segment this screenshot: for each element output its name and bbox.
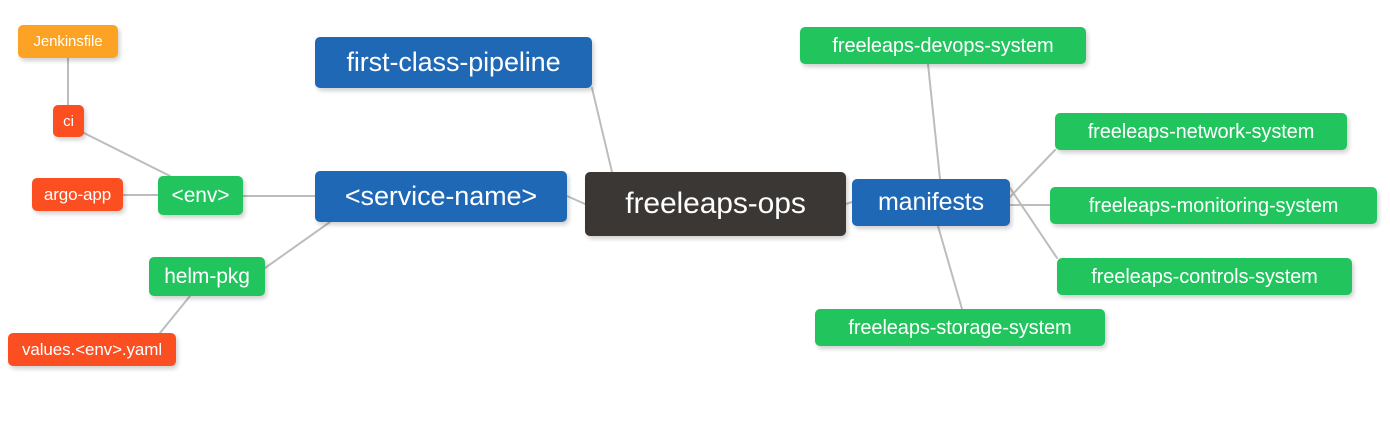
edge-manifests-to-freeleaps-storage-system bbox=[937, 225, 963, 310]
node-freeleaps-controls-system[interactable]: freeleaps-controls-system bbox=[1057, 258, 1352, 295]
edge-service-name-to-helm-pkg bbox=[264, 221, 331, 269]
node-label-service-name: <service-name> bbox=[344, 181, 538, 211]
node-service-name[interactable]: <service-name> bbox=[315, 171, 567, 222]
node-label-freeleaps-devops-system: freeleaps-devops-system bbox=[832, 34, 1054, 57]
node-freeleaps-network-system[interactable]: freeleaps-network-system bbox=[1055, 113, 1347, 150]
node-label-env: <env> bbox=[171, 184, 230, 207]
node-label-values-env-yaml: values.<env>.yaml bbox=[21, 340, 163, 359]
node-label-ci: ci bbox=[63, 112, 74, 130]
node-freeleaps-monitoring-system[interactable]: freeleaps-monitoring-system bbox=[1050, 187, 1377, 224]
node-env[interactable]: <env> bbox=[158, 176, 243, 215]
node-argo-app[interactable]: argo-app bbox=[32, 178, 123, 211]
edge-helm-pkg-to-values-env-yaml bbox=[159, 295, 191, 334]
edge-env-to-ci bbox=[83, 132, 171, 177]
node-ci[interactable]: ci bbox=[53, 105, 84, 137]
node-label-jenkinsfile: Jenkinsfile bbox=[33, 33, 103, 50]
node-label-freeleaps-storage-system: freeleaps-storage-system bbox=[848, 316, 1072, 339]
node-values-env-yaml[interactable]: values.<env>.yaml bbox=[8, 333, 176, 366]
node-label-freeleaps-ops: freeleaps-ops bbox=[625, 187, 806, 220]
edge-freeleaps-ops-to-first-class-pipeline bbox=[591, 87, 613, 173]
node-label-helm-pkg: helm-pkg bbox=[164, 265, 250, 288]
edge-manifests-to-freeleaps-network-system bbox=[1009, 149, 1056, 198]
node-label-manifests: manifests bbox=[877, 188, 985, 216]
node-freeleaps-ops[interactable]: freeleaps-ops bbox=[585, 172, 846, 236]
node-first-class-pipeline[interactable]: first-class-pipeline bbox=[315, 37, 592, 88]
node-label-freeleaps-network-system: freeleaps-network-system bbox=[1087, 120, 1315, 143]
node-manifests[interactable]: manifests bbox=[852, 179, 1010, 226]
node-freeleaps-storage-system[interactable]: freeleaps-storage-system bbox=[815, 309, 1105, 346]
node-jenkinsfile[interactable]: Jenkinsfile bbox=[18, 25, 118, 58]
node-label-first-class-pipeline: first-class-pipeline bbox=[346, 47, 561, 77]
edge-manifests-to-freeleaps-devops-system bbox=[927, 63, 941, 180]
node-helm-pkg[interactable]: helm-pkg bbox=[149, 257, 265, 296]
edge-freeleaps-ops-to-service-name bbox=[566, 195, 586, 205]
node-label-argo-app: argo-app bbox=[43, 185, 112, 204]
node-freeleaps-devops-system[interactable]: freeleaps-devops-system bbox=[800, 27, 1086, 64]
node-label-freeleaps-monitoring-system: freeleaps-monitoring-system bbox=[1088, 194, 1339, 217]
node-label-freeleaps-controls-system: freeleaps-controls-system bbox=[1091, 265, 1318, 288]
